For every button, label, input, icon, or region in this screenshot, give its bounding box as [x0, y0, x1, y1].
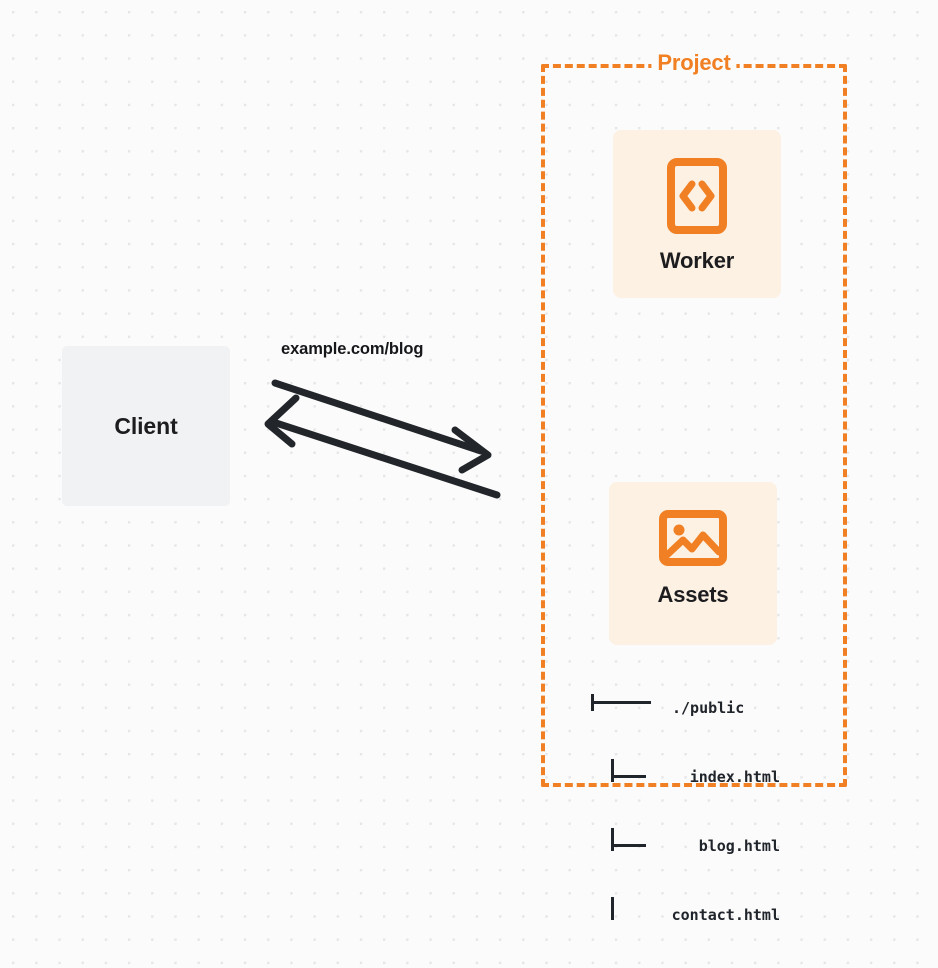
file-tree-row: index.html — [584, 759, 790, 788]
assets-node[interactable]: Assets — [609, 482, 777, 645]
connection-label: example.com/blog — [281, 340, 424, 358]
tree-item-label: contact.html — [671, 906, 780, 924]
tree-branch-glyph — [584, 828, 662, 851]
tree-item-label: index.html — [689, 768, 780, 786]
tree-branch-glyph — [584, 692, 662, 713]
file-tree-row: blog.html — [584, 828, 790, 857]
project-title: Project — [651, 52, 737, 74]
client-label: Client — [114, 412, 178, 439]
client-node[interactable]: Client — [62, 346, 230, 506]
project-group: Project — [541, 52, 847, 787]
assets-label: Assets — [657, 582, 729, 607]
response-arrow — [264, 394, 501, 499]
tree-branch-glyph — [584, 759, 662, 782]
worker-node[interactable]: Worker — [613, 130, 781, 298]
file-tree-row: ./public — [584, 692, 790, 719]
tree-branch-glyph — [584, 897, 662, 920]
tree-item-label: blog.html — [698, 837, 780, 855]
code-brackets-icon — [667, 158, 727, 234]
assets-file-tree: ./public index.html blog.html contact.ht… — [584, 650, 790, 968]
diagram-canvas: Client example.com/blog Project Worker — [62, 51, 847, 924]
worker-label: Worker — [659, 248, 735, 273]
request-arrow — [271, 379, 492, 474]
image-icon — [659, 510, 727, 566]
tree-item-label: ./public — [672, 699, 745, 717]
file-tree-row: contact.html — [584, 897, 790, 926]
